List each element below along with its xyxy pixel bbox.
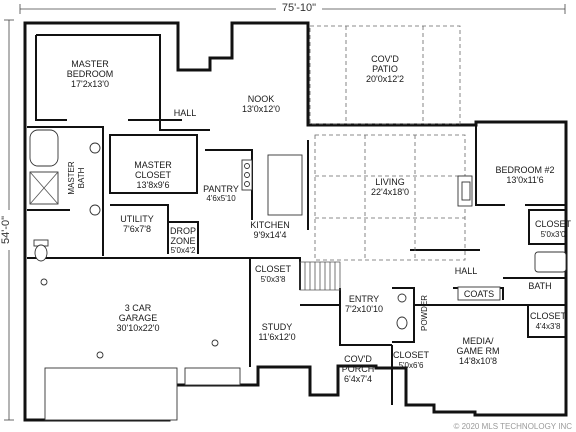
room-size: 5'0x4'2 <box>171 246 196 255</box>
room-covd-patio: COV'D PATIO 20'0x12'2 <box>366 54 404 84</box>
room-size: 4'6x5'10 <box>206 194 236 203</box>
living-ceiling-lines <box>314 134 466 261</box>
room-size: 7'2x10'10 <box>345 304 383 314</box>
toilet-icon <box>33 239 49 262</box>
garage-doors <box>44 367 241 421</box>
width-dimension-label: 75'-10" <box>282 2 316 14</box>
room-name-line2: PATIO <box>372 64 398 74</box>
room-name: HALL <box>455 266 478 276</box>
room-garage: 3 CAR GARAGE 30'10x22'0 <box>117 303 160 333</box>
room-name: PANTRY <box>203 184 239 194</box>
room-name: ENTRY <box>349 294 379 304</box>
room-name: KITCHEN <box>250 220 290 230</box>
room-name-line2: CLOSET <box>135 170 172 180</box>
interior-walls <box>27 34 567 405</box>
bathtub-icon <box>29 129 59 167</box>
room-closet-entry: CLOSET 5'0x6'6 <box>393 350 430 370</box>
room-closet-bedroom2: CLOSET 5'0x3'0 <box>535 219 572 239</box>
room-name-line2: BATH <box>77 167 86 188</box>
room-entry: ENTRY 7'2x10'10 <box>345 294 383 314</box>
room-name: HALL <box>174 108 197 118</box>
sink-icon <box>89 142 101 216</box>
room-kitchen: KITCHEN 9'9x14'4 <box>250 220 290 240</box>
room-size: 9'9x14'4 <box>254 230 287 240</box>
bath-tub-icon <box>534 251 567 273</box>
range-icon <box>241 159 253 191</box>
room-size: 14'8x10'8 <box>459 356 497 366</box>
exterior-walls <box>23 21 568 422</box>
room-name: CLOSET <box>393 350 430 360</box>
fireplace-icon <box>457 175 473 207</box>
room-name: CLOSET <box>535 219 572 229</box>
room-name-line2: BEDROOM <box>67 69 114 79</box>
room-name-line2: GARAGE <box>119 313 158 323</box>
room-name: POWDER <box>420 295 429 331</box>
room-name-line1: DROP <box>170 226 196 236</box>
room-name-line1: 3 CAR <box>125 303 152 313</box>
room-name-line1: MASTER <box>134 160 172 170</box>
compass-rose-icon <box>40 278 219 359</box>
room-size: 13'8x9'6 <box>137 180 170 190</box>
patio-outline <box>309 25 461 125</box>
room-name: UTILITY <box>120 214 154 224</box>
room-master-closet: MASTER CLOSET 13'8x9'6 <box>134 160 172 190</box>
room-covd-porch: COV'D PORCH 6'4x7'4 <box>342 354 375 384</box>
room-master-bedroom: MASTER BEDROOM 17'2x13'0 <box>67 59 114 89</box>
room-name: CLOSET <box>255 264 292 274</box>
room-pantry: PANTRY 4'6x5'10 <box>203 184 239 203</box>
room-size: 17'2x13'0 <box>71 79 109 89</box>
room-name-line1: MASTER <box>71 59 109 69</box>
room-master-bath: MASTER BATH <box>67 161 86 195</box>
room-name-line2: GAME RM <box>456 346 499 356</box>
room-size: 13'0x11'6 <box>506 175 543 185</box>
room-study: STUDY 11'6x12'0 <box>258 322 295 342</box>
room-name-line2: ZONE <box>170 236 195 246</box>
shower-icon <box>29 171 59 205</box>
room-size: 11'6x12'0 <box>258 332 295 342</box>
room-living: LIVING 22'4x18'0 <box>371 177 409 197</box>
room-size: 4'4x3'8 <box>536 322 561 331</box>
room-size: 20'0x12'2 <box>366 74 404 84</box>
room-size: 7'6x7'8 <box>123 224 151 234</box>
room-name: CLOSET <box>530 311 567 321</box>
room-name: COATS <box>464 289 494 299</box>
room-name-line1: MEDIA/ <box>462 336 494 346</box>
room-name-line1: MASTER <box>67 161 76 195</box>
room-size: 13'0x12'0 <box>242 104 280 114</box>
powder-toilet-icon <box>396 293 408 330</box>
width-dimension: 75'-10" <box>19 1 566 14</box>
room-size: 30'10x22'0 <box>117 323 160 333</box>
room-name-line2: PORCH <box>342 364 375 374</box>
room-powder: POWDER <box>420 295 429 331</box>
room-size: 6'4x7'4 <box>344 374 372 384</box>
room-closet-media: CLOSET 4'4x3'8 <box>530 311 567 331</box>
room-utility: UTILITY 7'6x7'8 <box>120 214 154 234</box>
room-hall-right: HALL <box>455 266 478 276</box>
room-name: BEDROOM #2 <box>495 165 554 175</box>
room-closet-study: CLOSET 5'0x3'8 <box>255 264 292 284</box>
room-coats: COATS <box>457 286 501 301</box>
room-name: BATH <box>528 281 551 291</box>
room-nook: NOOK 13'0x12'0 <box>242 94 280 114</box>
copyright-text: © 2020 MLS TECHNOLOGY INC <box>453 422 572 431</box>
depth-dimension-label: 54'-0" <box>0 216 12 244</box>
room-name-line1: COV'D <box>344 354 372 364</box>
room-size: 5'0x6'6 <box>399 361 424 370</box>
room-bedroom2: BEDROOM #2 13'0x11'6 <box>495 165 554 185</box>
room-hall-upper: HALL <box>174 108 197 118</box>
room-media: MEDIA/ GAME RM 14'8x10'8 <box>456 336 499 366</box>
room-size: 5'0x3'0 <box>541 230 566 239</box>
room-name: STUDY <box>262 322 293 332</box>
depth-dimension: 54'-0" <box>0 19 17 421</box>
room-name: LIVING <box>375 177 405 187</box>
fixtures <box>29 129 567 421</box>
room-name-line1: COV'D <box>371 54 399 64</box>
room-size: 22'4x18'0 <box>371 187 409 197</box>
room-name: NOOK <box>248 94 275 104</box>
room-bath: BATH <box>528 281 551 291</box>
room-drop-zone: DROP ZONE 5'0x4'2 <box>170 226 196 255</box>
room-size: 5'0x3'8 <box>261 275 286 284</box>
